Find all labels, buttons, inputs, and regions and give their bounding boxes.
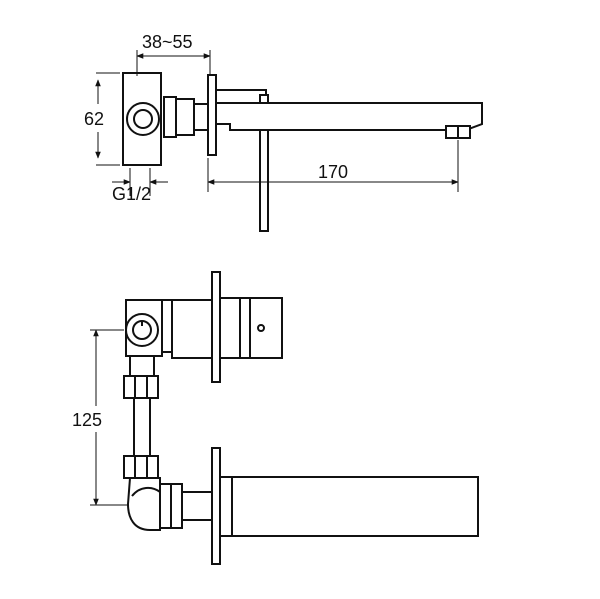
spout [215,102,483,131]
handle-lever [259,94,269,232]
side-view: 125 [70,271,479,565]
dim-spout-length: 170 [318,162,348,182]
lower-wall-plate [211,447,221,565]
dim-height: 62 [84,109,104,129]
connector [163,96,177,138]
connecting-pipe [133,397,151,457]
dim-thread: G1/2 [112,184,151,204]
valve-knob [126,102,160,136]
cartridge-body [171,299,215,359]
top-view: 38~55 62 G1/2 170 [84,32,483,232]
nut-upper [123,375,159,399]
dim-wall-depth: 38~55 [142,32,193,52]
upper-wall-plate [211,271,221,383]
nut-lower [123,455,159,479]
lower-valve-body [126,477,161,531]
wall-plate [207,74,217,156]
dim-spacing: 125 [72,410,102,430]
side-spout [219,476,479,537]
